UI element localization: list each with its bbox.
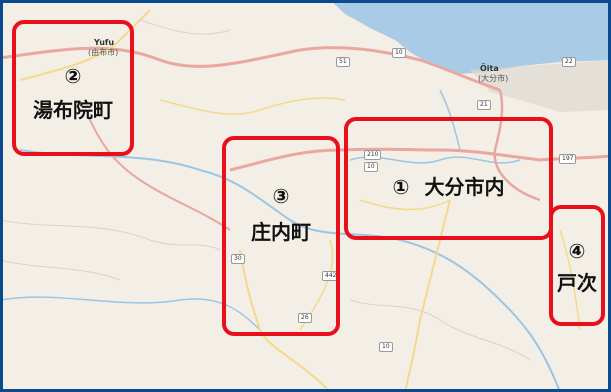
route-shield: 10 [392,48,406,58]
route-shield: 26 [298,313,312,323]
place-label-oita: Ōita [480,64,499,73]
region-hetsugi[interactable]: ④ 戸次 [549,205,605,326]
route-shield: 10 [379,342,393,352]
minor-road [359,199,451,211]
major-road [0,46,501,92]
route-shield: 10 [364,162,378,172]
route-shield: 197 [559,154,577,164]
minor-road [559,229,581,331]
major-road [89,119,231,231]
place-label-oita-kanji: (大分市) [478,74,509,83]
minor-road [159,97,346,115]
route-shield: 210 [364,150,382,160]
region-number: ① [392,175,410,199]
region-label: ① 大分市内 [348,171,549,200]
region-yufuin[interactable]: ② 湯布院町 [12,20,134,156]
region-number: ② [64,64,82,88]
region-name: 大分市内 [424,175,505,199]
region-name: 庄内町 [251,220,311,244]
major-road [493,89,541,202]
route-shield: 30 [231,254,245,264]
region-number: ③ [272,184,290,208]
region-oita-city[interactable]: ① 大分市内 [344,117,553,240]
region-name: 戸次 [557,271,597,295]
local-road [0,219,221,251]
local-road [349,299,531,361]
minor-road [239,249,331,392]
river [0,296,261,331]
local-road [139,19,231,35]
region-number: ④ [568,239,586,263]
urban-area [470,60,611,112]
place-label-yufu: Yufu [94,38,115,47]
minor-road [404,199,451,392]
route-shield: 21 [477,100,491,110]
minor-road [19,9,151,81]
region-name: 湯布院町 [33,98,113,122]
local-road [0,259,121,281]
route-shield: 22 [562,57,576,67]
sea-water [330,0,611,74]
route-shield: 51 [336,57,350,67]
place-label-yufu-kanji: (由布市) [88,48,119,57]
major-road [229,147,611,172]
river [19,149,561,392]
region-shonai[interactable]: ③ 庄内町 [222,136,340,336]
